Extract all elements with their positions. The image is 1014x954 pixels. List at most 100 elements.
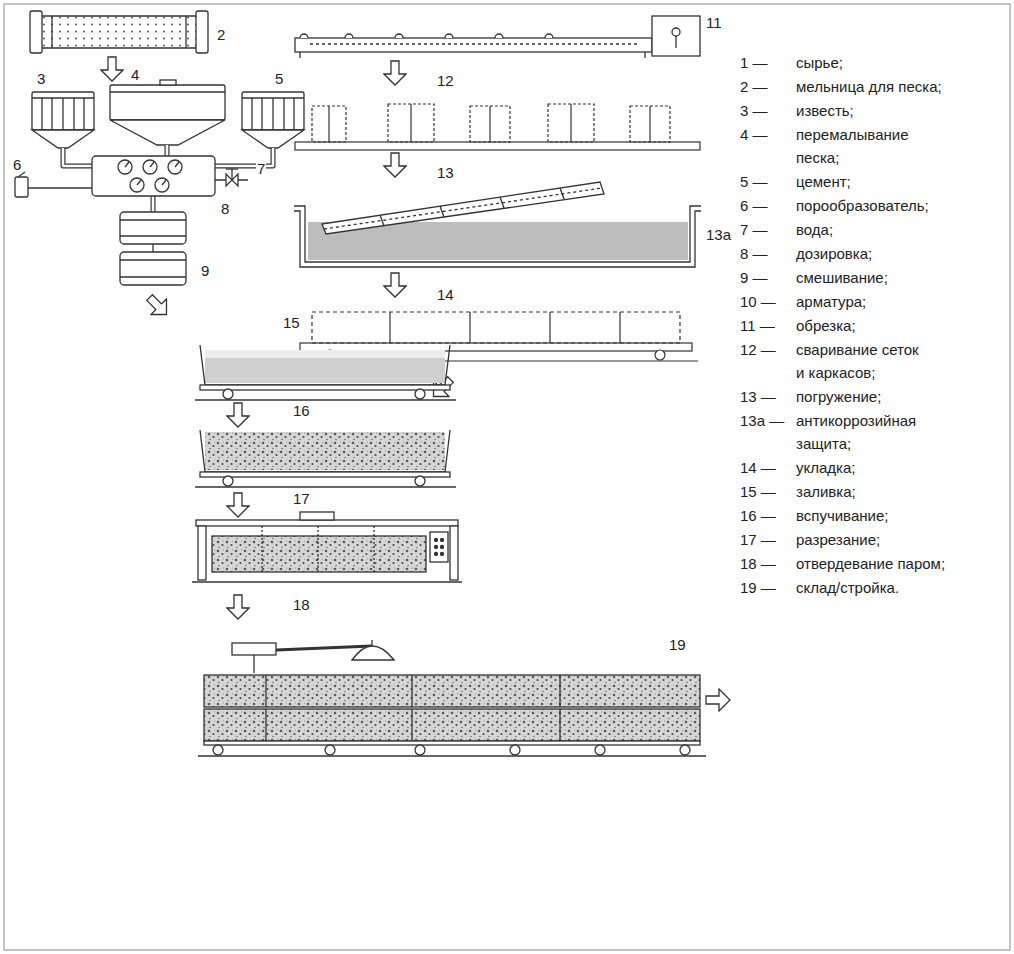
callout-number: 13а — [705, 226, 732, 244]
autoclave-curing — [204, 741, 700, 745]
welded-meshes — [328, 106, 329, 142]
autoclave-curing — [595, 745, 605, 755]
water-valve — [215, 169, 248, 186]
pouring-mould — [200, 345, 450, 385]
placing-cart — [312, 312, 680, 343]
autoclave-curing — [253, 655, 254, 673]
dosing-unit — [92, 156, 215, 196]
cutting-machine — [198, 526, 206, 580]
rising-mould — [195, 430, 456, 487]
welded-meshes — [295, 142, 700, 150]
trimming-machine — [300, 34, 308, 38]
trimming-machine — [310, 43, 640, 44]
welded-meshes — [388, 104, 434, 142]
pipes — [152, 196, 155, 212]
flow-arrow — [227, 595, 249, 619]
autoclave-curing — [265, 675, 266, 707]
rising-mould — [415, 476, 425, 486]
anticorrosion-bath — [324, 188, 602, 229]
dosing-unit — [130, 178, 144, 192]
autoclave-curing — [680, 745, 690, 755]
foaming-agent-tank — [15, 172, 28, 197]
welded-meshes — [649, 106, 650, 142]
cement-silo — [272, 98, 273, 130]
pipes — [63, 148, 92, 166]
legend-text: вспучивание; — [796, 504, 1006, 527]
cement-silo — [261, 98, 262, 130]
legend-text: сырье; — [796, 51, 1006, 74]
legend-text: укладка; — [796, 456, 1006, 479]
autoclave-curing — [559, 675, 560, 707]
legend-number: 5 — — [740, 170, 768, 193]
legend-text: мельница для песка; — [796, 75, 1006, 98]
trimming-machine — [445, 34, 453, 38]
welded-meshes — [548, 104, 594, 142]
legend-number: 3 — — [740, 99, 768, 122]
callout-number: 3 — [36, 70, 46, 88]
legend-text: разрезание; — [796, 528, 1006, 551]
welded-meshes — [630, 106, 670, 142]
cutting-machine — [435, 546, 438, 549]
flow-arrow — [384, 61, 406, 85]
legend-number: 6 — — [740, 194, 768, 217]
autoclave-curing — [198, 640, 706, 756]
placing-cart — [549, 312, 550, 343]
lime-silo — [32, 92, 94, 148]
lime-silo — [83, 98, 84, 130]
lime-silo — [73, 98, 74, 130]
legend-number: 2 — — [740, 75, 768, 98]
lime-silo — [32, 92, 94, 130]
legend-number: 1 — — [740, 51, 768, 74]
sand-mill — [196, 11, 208, 53]
trimming-machine — [395, 34, 403, 38]
flow-arrow — [227, 403, 249, 427]
flow-arrow — [384, 273, 406, 297]
cement-silo — [242, 92, 304, 148]
legend-number: 15 — — [740, 480, 776, 503]
legend-number: 4 — — [740, 123, 768, 146]
autoclave-curing — [232, 643, 276, 655]
legend-number: 7 — — [740, 218, 768, 241]
cutting-machine — [373, 526, 374, 572]
rising-mould — [205, 432, 445, 470]
placing-cart — [300, 343, 692, 351]
welded-meshes — [410, 104, 411, 142]
autoclave-curing — [204, 709, 700, 741]
callout-number: 2 — [216, 26, 226, 44]
callout-number: 15 — [282, 314, 301, 332]
callout-number: 12 — [436, 72, 455, 90]
mixer — [120, 212, 186, 244]
anticorrosion-bath — [294, 206, 701, 262]
flow-arrow — [227, 493, 249, 517]
legend-number: 10 — — [740, 290, 776, 313]
pouring-mould — [223, 389, 233, 399]
welded-meshes — [312, 106, 346, 142]
welded-meshes — [570, 104, 571, 142]
cutting-machine — [192, 512, 462, 582]
trimming-machine — [545, 34, 553, 38]
legend-text: перемалывание песка; — [796, 123, 936, 169]
legend-text: известь; — [796, 99, 1006, 122]
callout-number: 19 — [668, 636, 687, 654]
callout-number: 11 — [705, 14, 723, 32]
legend-text: цемент; — [796, 170, 1006, 193]
legend-number: 16 — — [740, 504, 776, 527]
placing-cart — [469, 312, 470, 343]
cement-silo — [251, 98, 252, 130]
pouring-mould — [205, 350, 445, 383]
flow-arrow — [101, 57, 123, 81]
legend-text: отвердевание паром; — [796, 552, 1006, 575]
callout-number: 14 — [436, 286, 455, 304]
sand-silo — [110, 120, 225, 145]
lime-silo — [62, 98, 63, 130]
autoclave-curing — [510, 745, 520, 755]
flow-arrow — [142, 290, 175, 323]
autoclave-curing — [411, 675, 412, 707]
cement-silo — [293, 98, 294, 130]
dosing-unit — [137, 180, 141, 185]
cutting-machine — [441, 553, 444, 556]
legend-number: 19 — — [740, 576, 776, 599]
callout-number: 7 — [256, 160, 266, 178]
sand-silo — [160, 80, 176, 85]
